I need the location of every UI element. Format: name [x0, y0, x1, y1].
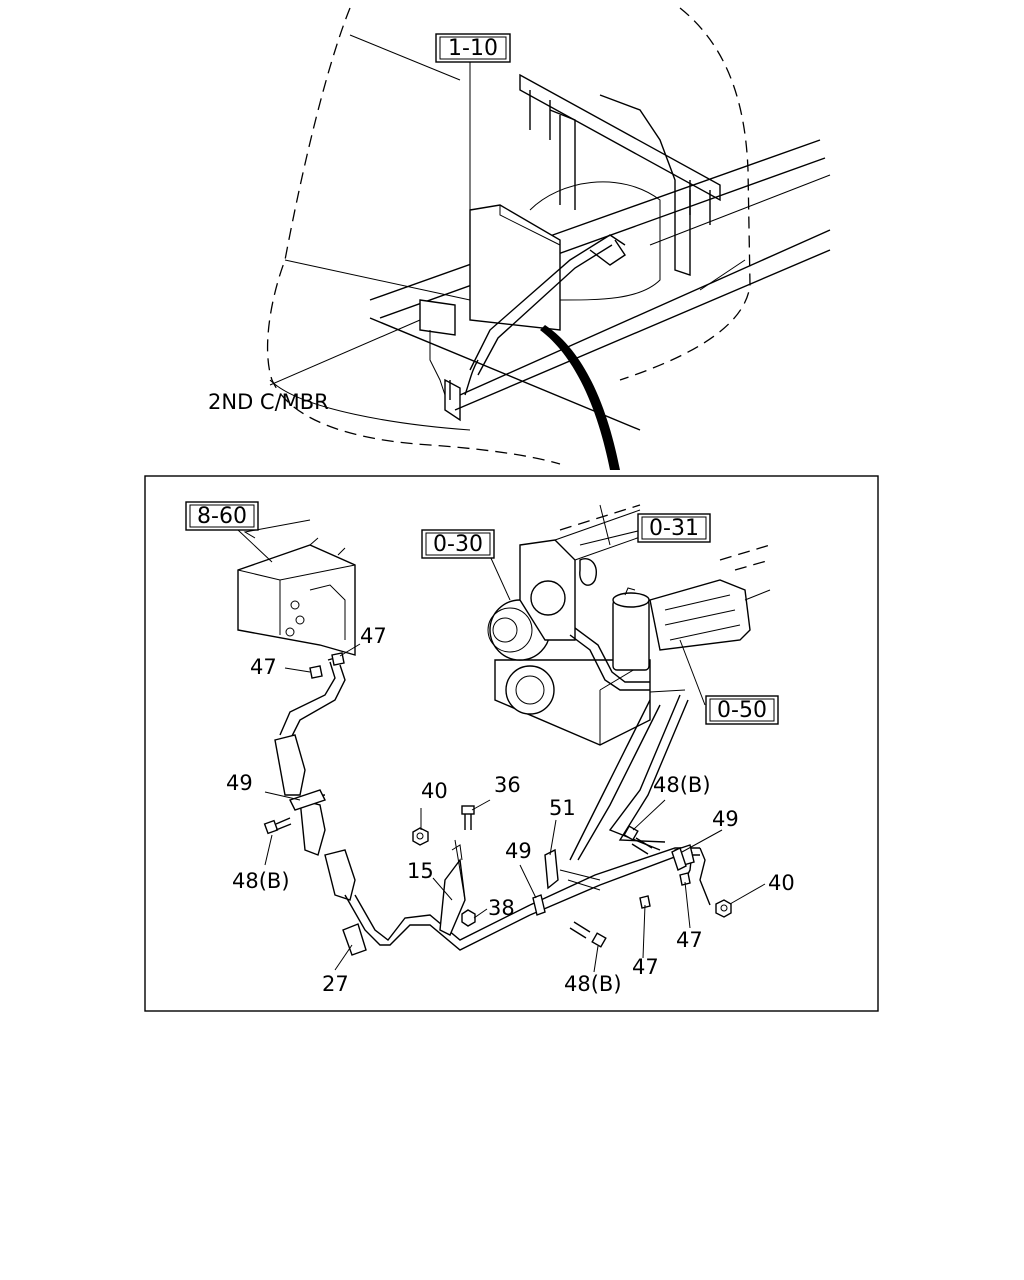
callout-leaders	[237, 529, 766, 973]
callout-49: 49	[505, 839, 532, 863]
lower-pipe-run	[439, 839, 711, 936]
callout-15: 15	[407, 859, 434, 883]
callout-47: 47	[632, 955, 659, 979]
callout-47: 47	[676, 928, 703, 952]
ref-box-8-60: 8-60	[185, 501, 259, 531]
callout-47: 47	[360, 624, 387, 648]
callout-48b: 48(B)	[564, 972, 622, 996]
ref-box-1-10-label: 1-10	[448, 36, 498, 61]
callout-48b: 48(B)	[232, 869, 290, 893]
ref-box-0-30-label: 0-30	[433, 532, 483, 557]
ref-box-1-10: 1-10	[435, 33, 511, 210]
callout-36: 36	[494, 773, 521, 797]
ref-box-0-31: 0-31	[637, 513, 711, 543]
detail-frame	[144, 475, 879, 1012]
callout-47: 47	[250, 655, 277, 679]
ref-box-0-31-label: 0-31	[649, 516, 699, 541]
second-cross-member-label: 2ND C/MBR	[208, 390, 329, 414]
callout-27: 27	[322, 972, 349, 996]
canister-assembly	[237, 519, 531, 956]
ref-box-0-50: 0-50	[705, 695, 779, 725]
callout-48b: 48(B)	[653, 773, 711, 797]
callout-40: 40	[768, 871, 795, 895]
compressor-assembly	[487, 504, 771, 861]
ref-box-0-50-label: 0-50	[717, 698, 767, 723]
fasteners	[263, 652, 732, 948]
vehicle-overview	[266, 7, 831, 470]
callout-49: 49	[712, 807, 739, 831]
callout-49: 49	[226, 771, 253, 795]
callout-40: 40	[421, 779, 448, 803]
ref-box-8-60-label: 8-60	[197, 504, 247, 529]
callout-labels: 47 47 49 48(B) 40 36 51 49 15 38 27 48(B…	[226, 624, 795, 996]
callout-38: 38	[488, 896, 515, 920]
callout-51: 51	[549, 796, 576, 820]
ref-box-0-30: 0-30	[421, 529, 495, 559]
